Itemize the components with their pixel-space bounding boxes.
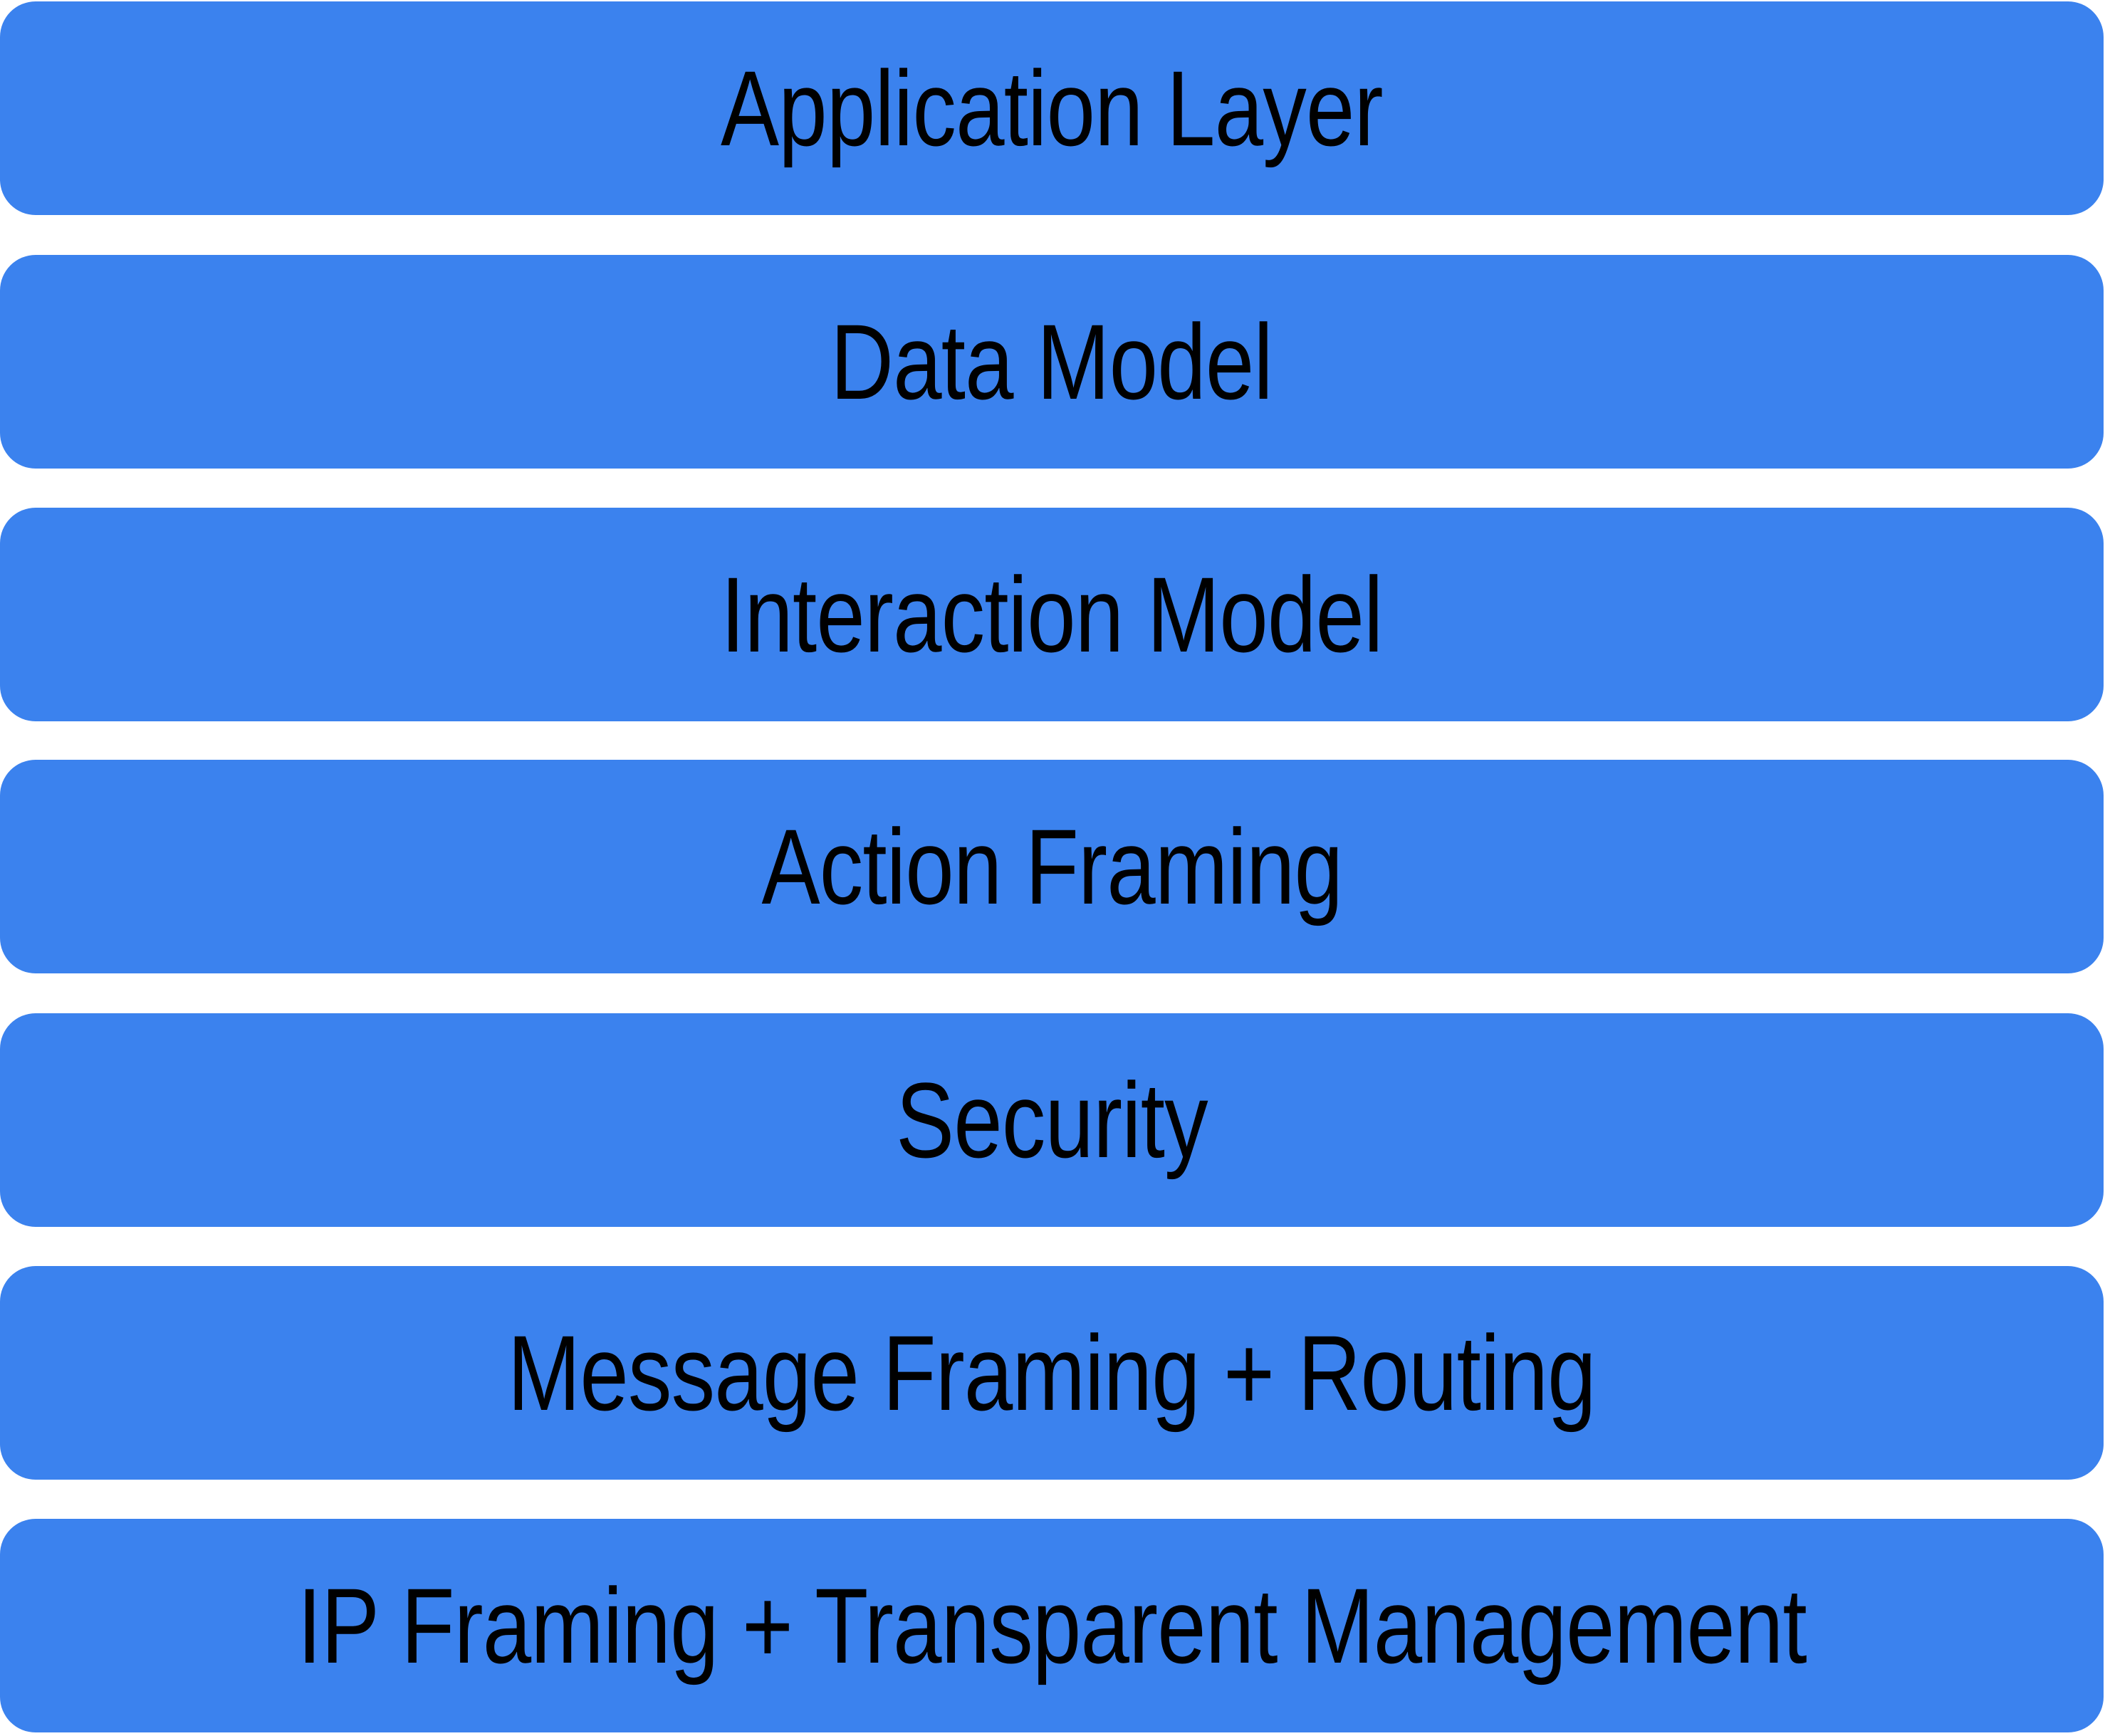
layer-bar-security[interactable]: Security bbox=[0, 1013, 2104, 1227]
layer-bar-application-layer[interactable]: Application Layer bbox=[0, 1, 2104, 215]
layer-label: Data Model bbox=[830, 302, 1274, 422]
layer-bar-data-model[interactable]: Data Model bbox=[0, 255, 2104, 469]
layer-bar-ip-framing-transparent-management[interactable]: IP Framing + Transparent Management bbox=[0, 1519, 2104, 1732]
layer-label: IP Framing + Transparent Management bbox=[297, 1566, 1807, 1685]
layer-label: Action Framing bbox=[761, 807, 1342, 926]
layer-label: Interaction Model bbox=[721, 555, 1383, 674]
layer-bar-message-framing-routing[interactable]: Message Framing + Routing bbox=[0, 1266, 2104, 1480]
layer-label: Application Layer bbox=[721, 48, 1383, 168]
layer-bar-interaction-model[interactable]: Interaction Model bbox=[0, 508, 2104, 721]
layer-label: Message Framing + Routing bbox=[508, 1313, 1597, 1433]
layer-label: Security bbox=[896, 1060, 1208, 1180]
layer-bar-action-framing[interactable]: Action Framing bbox=[0, 760, 2104, 973]
